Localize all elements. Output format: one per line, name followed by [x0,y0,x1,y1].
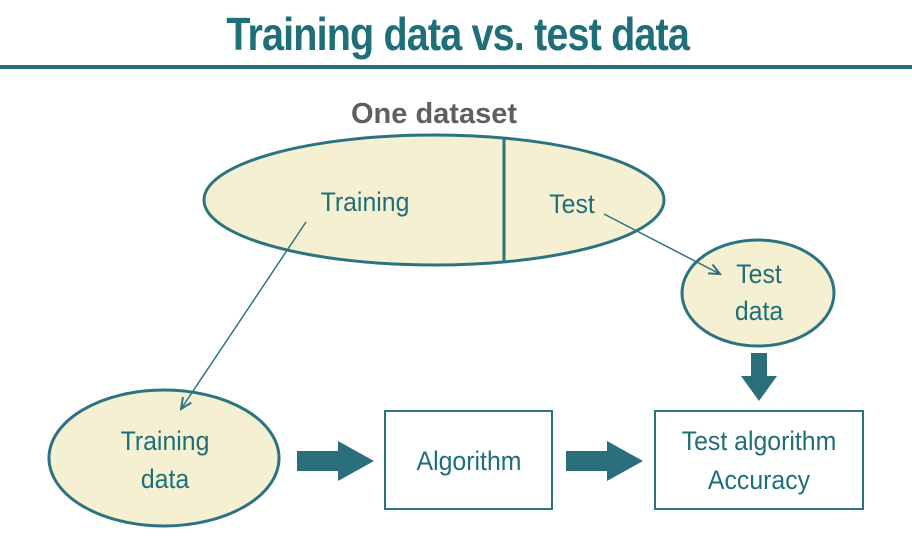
test-algorithm-label-line1: Test algorithm [681,426,837,456]
test-data-label-line2: data [734,296,784,326]
accuracy-label: Accuracy [707,465,811,495]
training-data-label-line2: data [140,464,190,494]
test-algorithm-box [654,410,864,510]
training-data-label-line1: Training [120,426,210,456]
arrow-test-to-test-data [603,213,720,274]
arrow-training-to-training-data [181,221,307,409]
dataset-ellipse [202,133,666,267]
title-divider [0,65,912,69]
thick-arrow-to-test-algorithm [566,441,643,481]
dataset-heading: One dataset [351,98,517,130]
thick-arrow-down-to-test-algorithm [741,353,777,401]
page-title: Training data vs. test data [226,8,689,60]
dataset-training-label: Training [320,187,410,217]
dataset-test-label: Test [549,189,595,219]
algorithm-label: Algorithm [416,446,522,476]
test-data-label-line1: Test [736,259,782,289]
training-data-ellipse [47,388,281,528]
thick-arrow-to-algorithm [297,441,374,481]
algorithm-box [384,410,553,510]
